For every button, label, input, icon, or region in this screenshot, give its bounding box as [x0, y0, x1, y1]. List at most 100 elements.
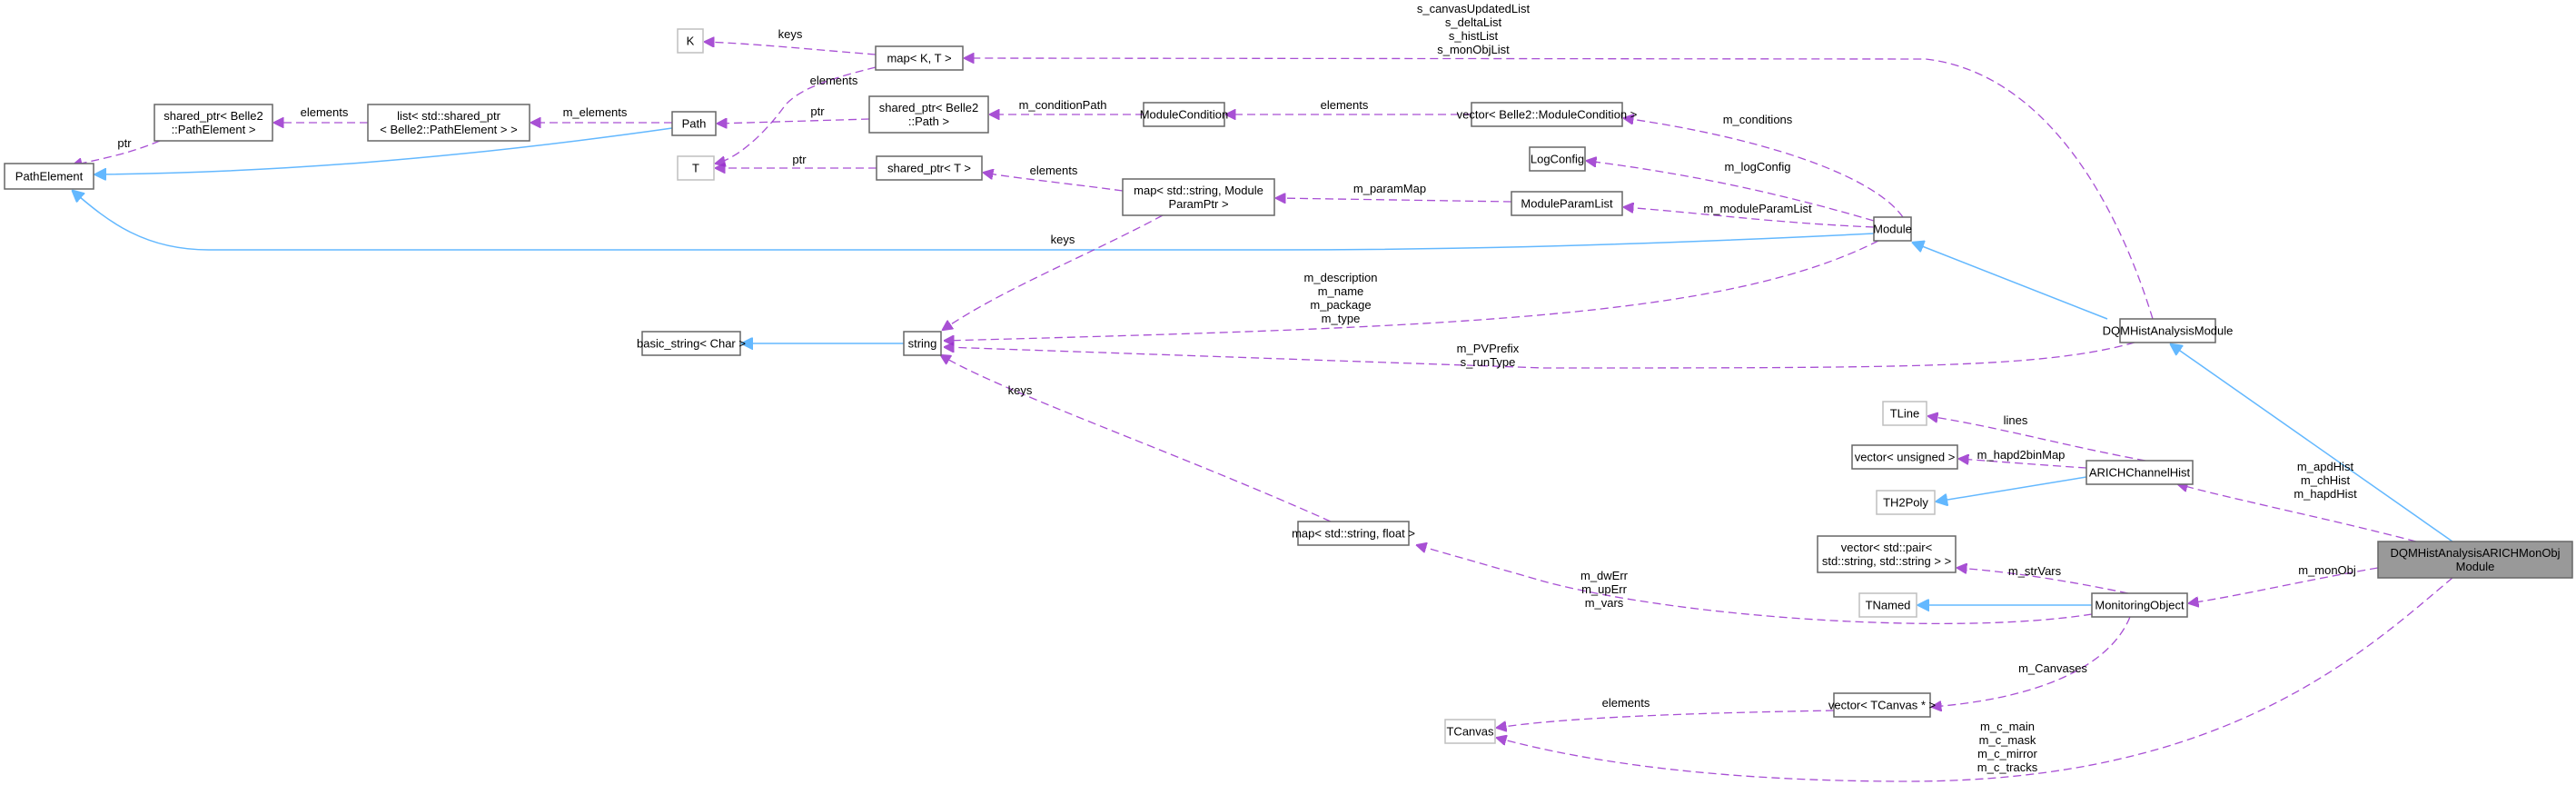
node-label: vector< Belle2::ModuleCondition > [1457, 108, 1638, 122]
edge-label-text: m_PVPrefix [1457, 342, 1520, 355]
node-tline[interactable]: TLine [1882, 401, 1927, 426]
node-module-condition[interactable]: ModuleCondition [1140, 102, 1229, 127]
edge-label-text: m_vars [1585, 596, 1624, 610]
edge-label-text: m_name [1318, 284, 1364, 298]
node-shared-ptr-path-element[interactable]: shared_ptr< Belle2::PathElement > [154, 104, 273, 142]
node-label: Module [2456, 560, 2495, 573]
node-box [367, 104, 530, 142]
nodes-layer: PathElement shared_ptr< Belle2::PathEleme… [4, 28, 2573, 744]
edge-use-veccanvas-tcanvas [1497, 710, 1835, 728]
edge-use-module-paramlist [1624, 207, 1875, 228]
node-box [868, 95, 989, 134]
node-vector-pair-string[interactable]: vector< std::pair< std::string, std::str… [1817, 535, 1957, 573]
node-box [1444, 719, 1496, 744]
node-dqm-hist-analysis-module[interactable]: DQMHistAnalysisModule [2103, 318, 2234, 343]
node-path-element[interactable]: PathElement [4, 163, 94, 190]
node-label: TNamed [1866, 599, 1911, 612]
edge-use-sharedptr-pathelement [73, 140, 161, 165]
edge-inh-dqm-module [1913, 243, 2108, 320]
edge-label-m-mon-obj: m_monObj [2298, 563, 2356, 577]
node-list-shared-ptr[interactable]: list< std::shared_ptr< Belle2::PathEleme… [367, 104, 530, 142]
node-shared-ptr-t[interactable]: shared_ptr< T > [876, 155, 983, 181]
edge-label-lines: lines [2004, 413, 2028, 427]
node-box [1122, 178, 1275, 216]
node-label: MonitoringObject [2095, 599, 2185, 612]
edge-label-text: ptr [792, 153, 807, 166]
edge-label-text: m_c_tracks [1977, 760, 2038, 774]
edge-label-text: m_apdHist [2297, 460, 2354, 473]
edge-label-text: m_strVars [2008, 564, 2062, 578]
node-label: Path [682, 117, 707, 131]
edge-label-text: elements [1030, 164, 1078, 177]
node-t[interactable]: T [677, 155, 715, 181]
edge-label-text: m_c_mirror [1977, 747, 2037, 760]
node-k[interactable]: K [677, 28, 704, 54]
node-map-k-t[interactable]: map< K, T > [875, 45, 964, 71]
node-label: T [692, 162, 699, 175]
edge-use-paramlist-parammap [1276, 198, 1512, 202]
node-tnamed[interactable]: TNamed [1858, 592, 1917, 618]
node-box [1858, 592, 1917, 618]
node-label: Module [1873, 223, 1912, 236]
node-vector-tcanvas[interactable]: vector< TCanvas * > [1828, 692, 1936, 718]
node-label: ParamPtr > [1168, 197, 1228, 211]
edge-label-text: m_dwErr [1580, 569, 1629, 582]
node-box [2119, 318, 2216, 343]
node-label: vector< std::pair< [1841, 541, 1932, 554]
edge-use-module-logconfig [1587, 161, 1875, 222]
edge-label-m-module-param-list: m_moduleParamList [1703, 202, 1812, 215]
node-tcanvas[interactable]: TCanvas [1444, 719, 1496, 744]
node-label: ::PathElement > [172, 123, 256, 136]
node-module-param-list[interactable]: ModuleParamList [1511, 191, 1623, 216]
node-label: ModuleParamList [1521, 197, 1613, 211]
node-label: PathElement [15, 170, 84, 184]
edge-use-mapkt-k [705, 42, 877, 55]
edge-use-monobj-vecpair [1957, 568, 2129, 594]
edge-label-text: m_package [1310, 298, 1371, 312]
node-shared-ptr-path[interactable]: shared_ptr< Belle2::Path > [868, 95, 989, 134]
node-label: TLine [1890, 407, 1920, 421]
edge-use-focus-tcanvas [1497, 577, 2453, 782]
node-box [1511, 191, 1623, 216]
edge-label-text: s_monObjList [1437, 43, 1510, 56]
edge-use-module-string [945, 240, 1879, 341]
node-box [1873, 216, 1912, 242]
node-map-string-float[interactable]: map< std::string, float > [1292, 521, 1415, 546]
node-box [1833, 692, 1931, 718]
edge-label-text: elements [810, 74, 858, 87]
node-module[interactable]: Module [1873, 216, 1912, 242]
node-label: shared_ptr< Belle2 [163, 109, 263, 123]
node-string[interactable]: string [903, 331, 942, 356]
node-th2poly[interactable]: TH2Poly [1876, 490, 1936, 515]
node-vector-unsigned[interactable]: vector< unsigned > [1851, 444, 1958, 470]
node-box [677, 155, 715, 181]
edge-use-arich-tline [1928, 416, 2146, 462]
edge-label-text: s_runType [1461, 355, 1516, 369]
node-vector-module-condition[interactable]: vector< Belle2::ModuleCondition > [1457, 102, 1638, 127]
edge-label-m-elements: m_elements [563, 105, 628, 119]
edge-use-arich-vecunsigned [1959, 459, 2087, 469]
node-label: vector< unsigned > [1855, 451, 1956, 464]
node-path[interactable]: Path [671, 111, 717, 136]
edge-use-mapfloat-string [941, 355, 1332, 522]
node-log-config[interactable]: LogConfig [1529, 146, 1586, 172]
edge-inh-arich-th2poly [1937, 476, 2087, 502]
node-box [671, 111, 717, 136]
node-arich-channel-hist[interactable]: ARICHChannelHist [2086, 460, 2194, 485]
node-monitoring-object[interactable]: MonitoringObject [2091, 592, 2188, 618]
node-label: K [687, 35, 695, 48]
edge-label-keys-param-map: keys [1051, 233, 1075, 246]
edge-label-m-param-map: m_paramMap [1353, 182, 1426, 195]
edge-label-text: m_conditions [1723, 113, 1793, 126]
edge-label-text: m_elements [563, 105, 628, 119]
edge-label-m-log-config: m_logConfig [1725, 160, 1791, 174]
node-basic-string[interactable]: basic_string< Char > [637, 331, 746, 356]
edge-label-text: m_c_main [1980, 720, 2035, 733]
edge-label-text: keys [778, 27, 803, 41]
